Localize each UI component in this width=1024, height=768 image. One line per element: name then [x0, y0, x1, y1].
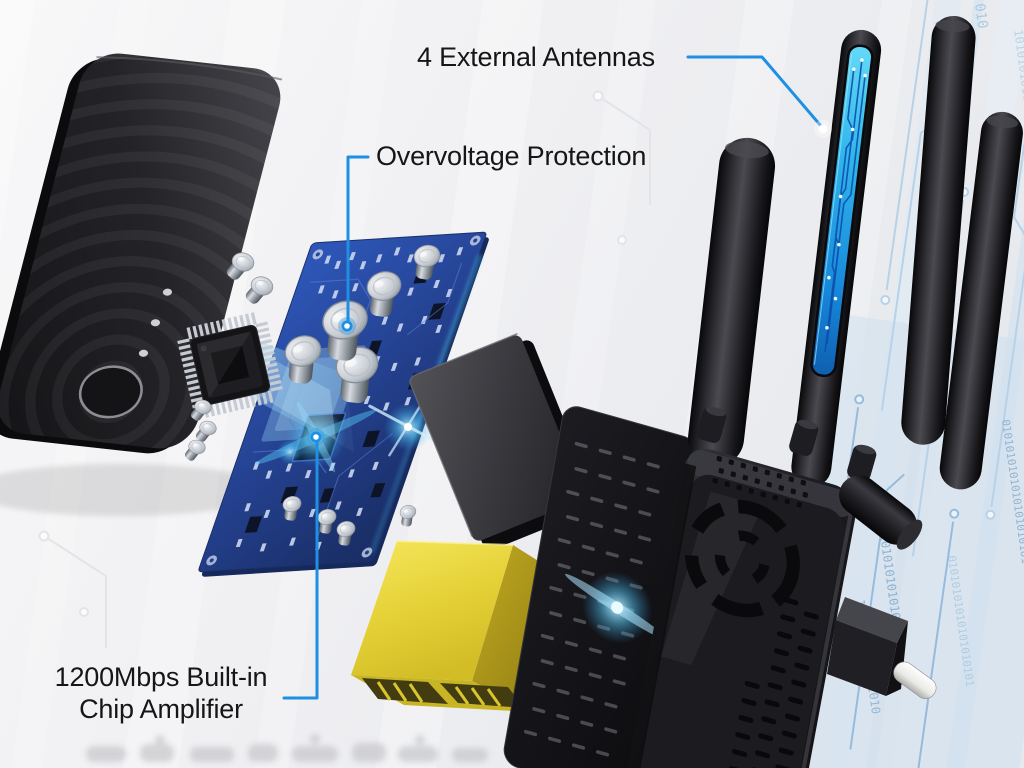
antenna-1 [688, 137, 776, 467]
antenna-3 [901, 15, 976, 445]
antenna-4 [939, 111, 1023, 490]
ethernet-port [362, 678, 448, 704]
svg-text:010: 010 [971, 2, 990, 29]
callout-dot-antennas [814, 120, 832, 138]
wps-button [78, 365, 143, 419]
pcb-screw-pads [206, 235, 481, 566]
label-chip-amplifier-line1: 1200Mbps Built-in [54, 662, 268, 692]
front-cover [0, 53, 283, 454]
watermark-blur [86, 734, 488, 762]
label-chip-amplifier-line2: Chip Amplifier [79, 694, 243, 725]
callout-dot-overvoltage [338, 317, 356, 335]
socket-circle-recess [684, 499, 800, 618]
panel-lens-flare [565, 559, 670, 656]
label-overvoltage-protection: Overvoltage Protection [376, 141, 647, 171]
antenna-circuit-cutaway [810, 44, 874, 378]
chip-projection-beam [249, 341, 354, 452]
cover-shadow [0, 464, 270, 516]
callout-dot-amplifier [307, 428, 325, 446]
chip-projection-beam-core [252, 352, 336, 440]
callout-line-amplifier [282, 439, 319, 700]
antenna-2 [791, 29, 882, 487]
status-leds [138, 288, 173, 357]
ethernet-port [440, 683, 524, 708]
qfp-chip [177, 312, 283, 418]
antenna-hinges [697, 406, 877, 481]
antenna-4-elbow [839, 475, 923, 550]
label-external-antennas: 4 External Antennas [417, 42, 655, 72]
label-chip-amplifier: 1200Mbps Built-in Chip Amplifier [28, 661, 294, 726]
extender-body [619, 449, 856, 768]
callout-line-antennas [686, 55, 823, 128]
callout-line-overvoltage [346, 155, 370, 324]
plug-pin [893, 661, 937, 699]
eu-plug [827, 597, 937, 699]
callout-lines [282, 55, 823, 700]
